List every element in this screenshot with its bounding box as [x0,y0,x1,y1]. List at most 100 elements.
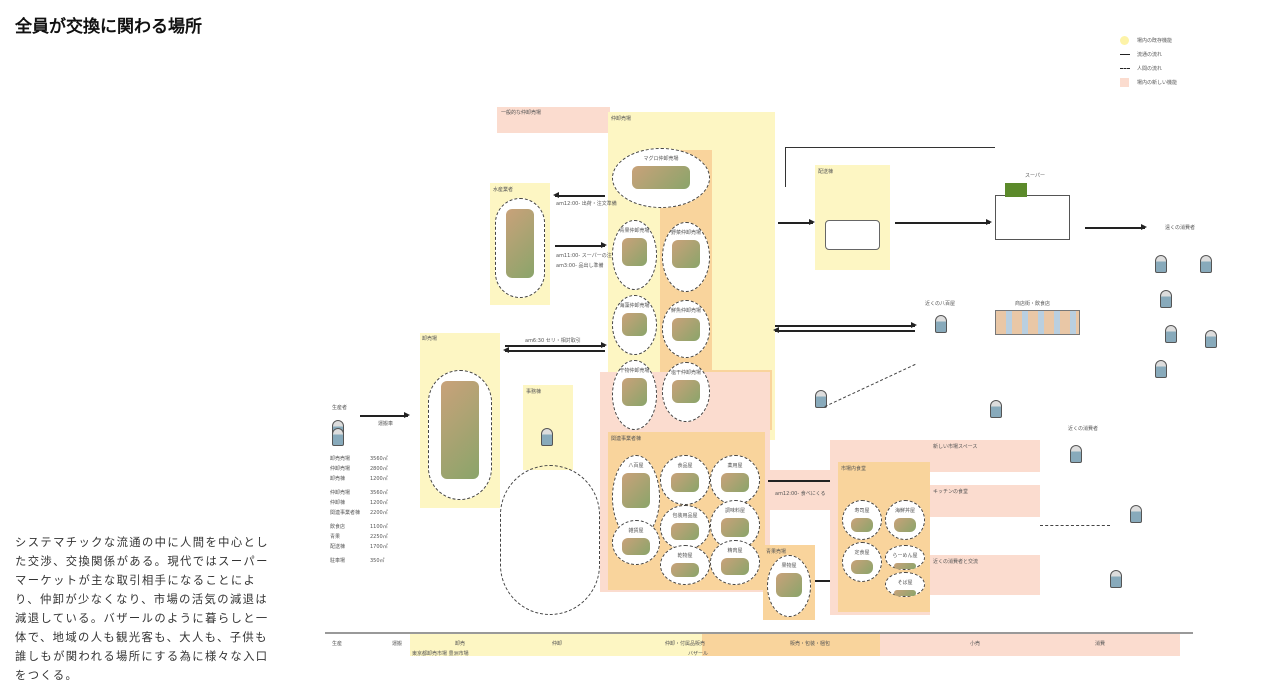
timeline-band-existing [410,634,702,656]
timeline-stage: 仲卸・付属品販売 [665,641,706,647]
shop-label: 近くの八百屋 [925,301,956,307]
shop-circle: 鮮魚仲卸売場 [662,300,710,358]
goods-illustration [621,238,648,266]
goods-illustration [621,378,648,406]
goods-illustration [670,473,700,492]
shop-circle: 乾物屋 [660,545,710,585]
produce-label: 青果売場 [766,549,787,555]
wholesale-goods [428,370,492,500]
route-note: am12:00- 出荷・注文準備 [556,201,617,207]
supermarket-sign [1005,183,1027,197]
delivery-truck-icon [825,220,880,250]
note-top-text: 一般的な仲卸売場 [501,110,542,116]
person-figure [1130,505,1142,523]
goods-illustration [672,318,700,341]
legend: 場内の既存機能 流通の流れ 人間の流れ 場内の新しい機能 [1120,33,1210,89]
shop-circle-label: 海藻仲卸売場 [619,303,650,309]
flow-arrow [775,322,917,328]
flow-arrow [778,219,815,225]
shop-circle: 精肉屋 [710,540,760,585]
stats-cell: 駐車場 [330,558,346,564]
office-area: 事務棟 [523,385,573,470]
related-label: 関連事業者棟 [611,436,642,442]
shopping-street [995,310,1080,335]
person-figure [1160,290,1172,308]
timeline-stage: 卸売 [455,641,466,647]
goods-illustration [893,590,917,596]
person-figure [815,390,827,408]
shop-circle-label: 乾物屋 [677,553,693,559]
timeline-stage: 生産 [332,641,343,647]
shop-circle-label: 海鮮丼屋 [894,508,915,514]
goods-illustration [632,166,690,190]
shop-circle: 果物屋 [767,555,811,617]
timeline-stage: 小売 [970,641,981,647]
person-figure [1165,325,1177,343]
person-figure [1155,255,1167,273]
legend-label: 人間の流れ [1137,65,1163,72]
timeline-axis [325,632,1193,634]
shop-circle: 海鮮丼屋 [885,500,925,540]
route-note: am6:30 セリ・相対取引 [525,338,581,344]
route-note: am12:00- 食べにくる [775,491,826,497]
note-box: キッチンの食堂 [930,485,1040,517]
shop-circle-label: 寿司屋 [854,508,870,514]
note-text: 近くの消費者と交流 [933,559,979,565]
goods-illustration [622,473,650,508]
timeline-sub: 東京都卸売市場 豊洲市場 [412,651,469,657]
far-consumer-label: 遠くの消費者 [1165,225,1196,231]
stats-cell: 卸売売場 [330,456,351,462]
person-figure [1200,255,1212,273]
shop-circle: 塩干仲卸売場 [662,362,710,422]
shop-circle-label: 塩干仲卸売場 [670,370,701,376]
delivery-area: 配送棟 [815,165,890,270]
flow-arrow [895,219,992,225]
description-text: システマチックな流通の中に人間を中心とした交渉、交換関係がある。現代ではスーパー… [15,536,269,682]
stats-cell: 1100㎡ [370,524,388,530]
shop-circle-label: 包装用品屋 [672,513,698,519]
stats-cell: 2250㎡ [370,534,388,540]
shop-circle-label: 調味料屋 [724,508,745,514]
timeline-sub: バザール [688,651,709,657]
stats-cell: 仲卸売場 [330,466,351,472]
flow-arrow [768,477,838,483]
route-line [785,147,787,187]
stats-cell: 仲卸棟 [330,500,346,506]
timeline-band-intermediate [702,634,880,656]
shop-circle-label: 野菜仲卸売場 [670,230,701,236]
office-label: 事務棟 [526,389,542,395]
shop-circle-label: 果物屋 [781,563,797,569]
page-title: 全員が交換に関わる場所 [15,17,202,37]
person-figure [1205,330,1217,348]
shop-circle: 薬用屋 [710,455,760,505]
goods-illustration [720,518,750,537]
legend-label: 場内の既存機能 [1137,37,1173,44]
flow-arrow-reverse [555,195,605,197]
note-text: 新しい市場スペース [933,444,978,450]
shop-circle-label: 青果仲卸売場 [619,228,650,234]
shop-circle: そば屋 [885,572,925,597]
shop-circle: 包装用品屋 [660,505,710,550]
shop-circle: らーめん屋 [885,545,925,570]
shop-circle-label: そば屋 [897,580,913,586]
shop-circle: 定食屋 [842,542,882,582]
flow-arrow [555,242,607,248]
goods-illustration [720,473,750,492]
flow-arrow [1085,224,1147,230]
goods-illustration [622,538,650,555]
shop-circle: マグロ仲卸売場 [612,148,710,208]
wholesale-label: 卸売場 [422,336,438,342]
shop-circle: 海藻仲卸売場 [612,295,657,355]
legend-swatch-existing [1120,35,1129,45]
transport-label: 運搬車 [378,421,394,427]
stats-cell: 1200㎡ [370,476,388,482]
shop-circle: 食品屋 [660,455,710,505]
note-top: 一般的な仲卸売場 [497,107,610,133]
